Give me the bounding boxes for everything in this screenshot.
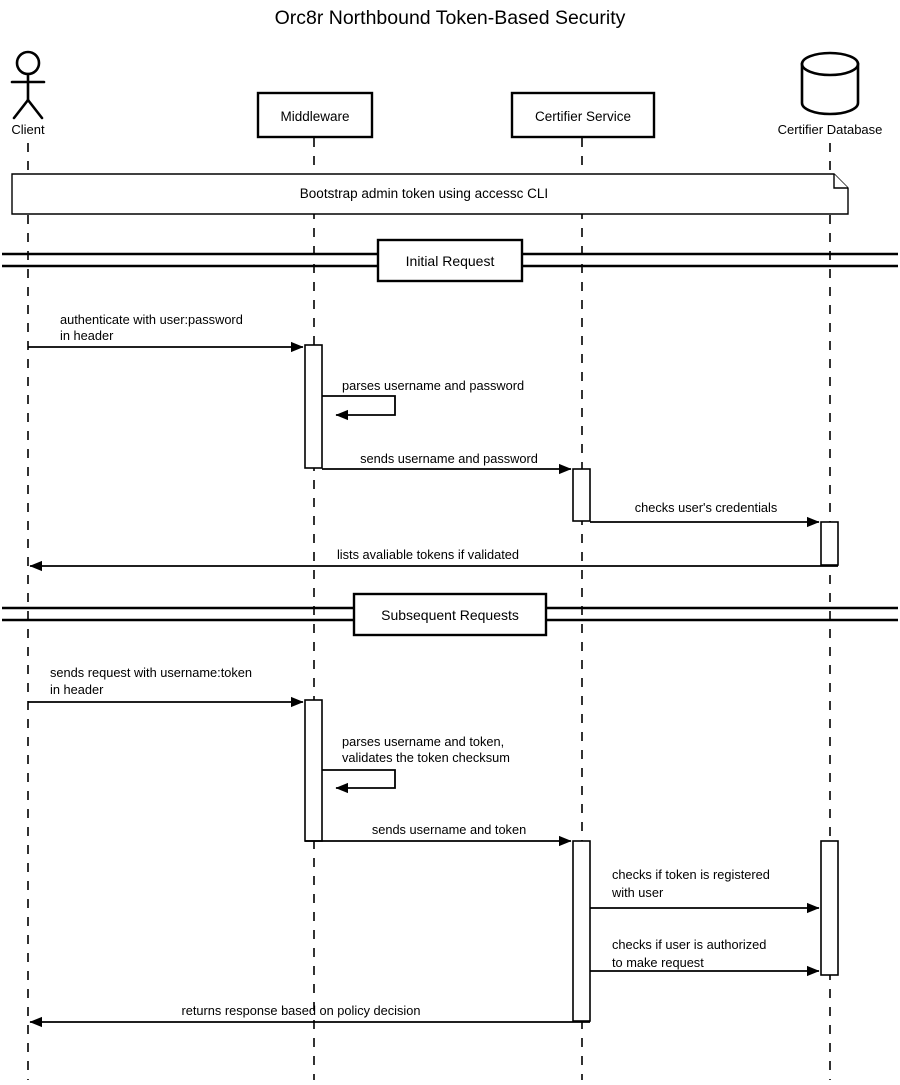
message-label-line-2: in header (50, 682, 104, 697)
message-checks-token-registered: checks if token is registered with user (590, 867, 820, 914)
message-label-line-2: with user (611, 885, 664, 900)
note-shape (11, 173, 849, 215)
message-sends-username-token: sends username and token (305, 822, 572, 847)
message-sends-request-with-token: sends request with username:token in hea… (28, 665, 304, 708)
note-bootstrap-admin-token: Bootstrap admin token using accessc CLI (11, 173, 849, 215)
message-label-line-2: in header (60, 328, 114, 343)
message-returns-response: returns response based on policy decisio… (29, 1003, 590, 1028)
participant-label-middleware: Middleware (280, 109, 349, 124)
message-label-line-1: checks if user is authorized (612, 937, 766, 952)
fragment-label-box (376, 238, 524, 283)
message-label-line-1: sends request with username:token (50, 665, 252, 680)
participant-certifier-database[interactable]: Certifier Database (778, 51, 883, 137)
message-checks-user-credentials: checks user's credentials (590, 500, 820, 528)
participant-label-certifier-database: Certifier Database (778, 122, 883, 137)
message-label: parses username and password (342, 378, 524, 393)
message-authenticate: authenticate with user:password in heade… (28, 312, 304, 353)
message-checks-user-authorized: checks if user is authorized to make req… (590, 937, 820, 977)
participant-certifier-service[interactable]: Certifier Service (510, 91, 656, 139)
message-self-loop-arrow (322, 395, 396, 421)
actor-right-leg-icon (26, 98, 44, 120)
fragment-divider-subsequent-requests: Subsequent Requests (2, 592, 898, 637)
activation-bar-middleware-2 (304, 699, 323, 842)
database-top-icon (800, 51, 860, 77)
message-label: sends username and password (360, 451, 538, 466)
message-label: lists avaliable tokens if validated (337, 547, 519, 562)
note-folded-corner-icon (833, 174, 848, 189)
message-label: sends username and token (372, 822, 526, 837)
fragment-label-subsequent-requests: Subsequent Requests (381, 607, 519, 623)
message-label-line-2: validates the token checksum (342, 750, 510, 765)
participant-box-middleware (256, 91, 374, 139)
fragment-divider-initial-request: Initial Request (2, 238, 898, 283)
message-label-line-1: checks if token is registered (612, 867, 770, 882)
fragment-label-initial-request: Initial Request (406, 253, 495, 269)
actor-head-icon (15, 50, 41, 76)
message-parses-username-password: parses username and password (322, 378, 524, 421)
participant-label-client: Client (11, 122, 45, 137)
message-label: returns response based on policy decisio… (181, 1003, 420, 1018)
participant-box-certifier-service (510, 91, 656, 139)
message-label: checks user's credentials (635, 500, 778, 515)
participant-middleware[interactable]: Middleware (256, 91, 374, 139)
message-label-line-1: parses username and token, (342, 734, 504, 749)
actor-left-leg-icon (12, 98, 30, 120)
fragment-label-box (352, 592, 548, 637)
database-body-icon (800, 62, 860, 116)
activation-bar-certifier-1 (572, 468, 591, 522)
activation-bar-database-2 (820, 840, 839, 976)
activation-bar-certifier-2 (572, 840, 591, 1022)
message-sends-username-password: sends username and password (322, 451, 572, 475)
diagram-title: Orc8r Northbound Token-Based Security (275, 7, 626, 29)
activation-bar-database-1 (820, 521, 839, 566)
message-lists-available-tokens: lists avaliable tokens if validated (29, 547, 838, 572)
message-label-line-2: to make request (612, 955, 704, 970)
message-self-loop-arrow (322, 769, 396, 794)
message-label-line-1: authenticate with user:password (60, 312, 243, 327)
participant-client[interactable]: Client (10, 50, 46, 137)
note-text: Bootstrap admin token using accessc CLI (300, 186, 548, 201)
message-parses-username-token: parses username and token, validates the… (322, 734, 510, 794)
participant-label-certifier-service: Certifier Service (535, 109, 631, 124)
activation-bar-middleware-1 (304, 344, 323, 469)
